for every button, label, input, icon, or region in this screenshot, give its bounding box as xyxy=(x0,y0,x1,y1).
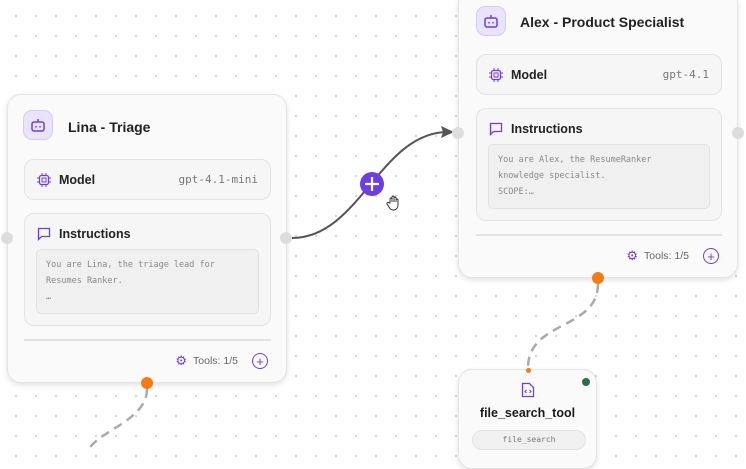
chip-icon xyxy=(489,68,503,87)
instructions-line: You are Lina, the triage lead for xyxy=(46,260,215,270)
chip-icon xyxy=(37,173,51,192)
instructions-line: knowledge specialist. xyxy=(498,171,606,181)
tool-type-badge: file_search xyxy=(472,430,586,450)
tools-count: Tools: 1/5 xyxy=(644,250,689,262)
tools-row: ⚙ Tools: 1/5 + xyxy=(626,248,719,264)
model-value: gpt-4.1 xyxy=(662,68,709,81)
add-node-button[interactable] xyxy=(360,172,384,196)
model-value: gpt-4.1-mini xyxy=(178,173,258,186)
edges-layer xyxy=(86,126,600,450)
input-handle[interactable] xyxy=(452,127,464,139)
tools-row: ⚙ Tools: 1/5 + xyxy=(175,353,268,369)
message-icon xyxy=(489,122,503,141)
file-code-icon xyxy=(521,382,535,403)
divider xyxy=(24,339,271,341)
model-field[interactable]: Model gpt-4.1-mini xyxy=(24,159,271,200)
tool-edge-lina xyxy=(86,388,149,450)
instructions-line: SCOPE:… xyxy=(498,187,534,197)
tool-handle[interactable] xyxy=(141,377,153,389)
tool-edge-alex xyxy=(526,283,600,369)
instructions-preview[interactable]: You are Alex, the ResumeRanker knowledge… xyxy=(488,144,710,209)
add-tool-button[interactable]: + xyxy=(703,248,719,264)
gear-icon: ⚙ xyxy=(175,353,188,368)
instructions-line: … xyxy=(46,292,52,302)
agent-card-lina[interactable]: Lina - Triage Model gpt-4.1-mini Instruc… xyxy=(7,94,287,383)
gear-icon: ⚙ xyxy=(626,248,639,263)
tool-name: file_search_tool xyxy=(479,406,576,420)
edge-arrowhead xyxy=(441,126,454,138)
hand-cursor-icon xyxy=(386,195,399,211)
instructions-field[interactable]: Instructions You are Lina, the triage le… xyxy=(24,213,271,326)
divider xyxy=(476,234,722,236)
instructions-preview[interactable]: You are Lina, the triage lead for Resume… xyxy=(36,249,259,314)
add-tool-button[interactable]: + xyxy=(252,353,268,369)
tool-handle[interactable] xyxy=(592,272,604,284)
output-handle[interactable] xyxy=(732,127,744,139)
input-handle[interactable] xyxy=(1,232,13,244)
model-label: Model xyxy=(59,173,96,187)
agent-name: Alex - Product Specialist xyxy=(520,14,685,30)
instructions-line: You are Alex, the ResumeRanker xyxy=(498,155,652,165)
model-label: Model xyxy=(511,68,548,82)
tools-count: Tools: 1/5 xyxy=(193,355,238,367)
tool-input-handle[interactable] xyxy=(526,368,531,373)
instructions-label: Instructions xyxy=(511,122,583,136)
instructions-field[interactable]: Instructions You are Alex, the ResumeRan… xyxy=(476,108,722,221)
robot-icon xyxy=(23,110,53,140)
message-icon xyxy=(37,227,51,246)
instructions-line: Resumes Ranker. xyxy=(46,276,123,286)
agent-card-alex[interactable]: Alex - Product Specialist Model gpt-4.1 … xyxy=(458,0,738,278)
status-dot xyxy=(582,378,590,386)
model-field[interactable]: Model gpt-4.1 xyxy=(476,54,722,95)
tool-node-file-search[interactable]: file_search_tool file_search xyxy=(458,369,597,469)
agent-name: Lina - Triage xyxy=(68,119,151,135)
output-handle[interactable] xyxy=(280,232,292,244)
instructions-label: Instructions xyxy=(59,227,131,241)
robot-icon xyxy=(476,6,506,36)
